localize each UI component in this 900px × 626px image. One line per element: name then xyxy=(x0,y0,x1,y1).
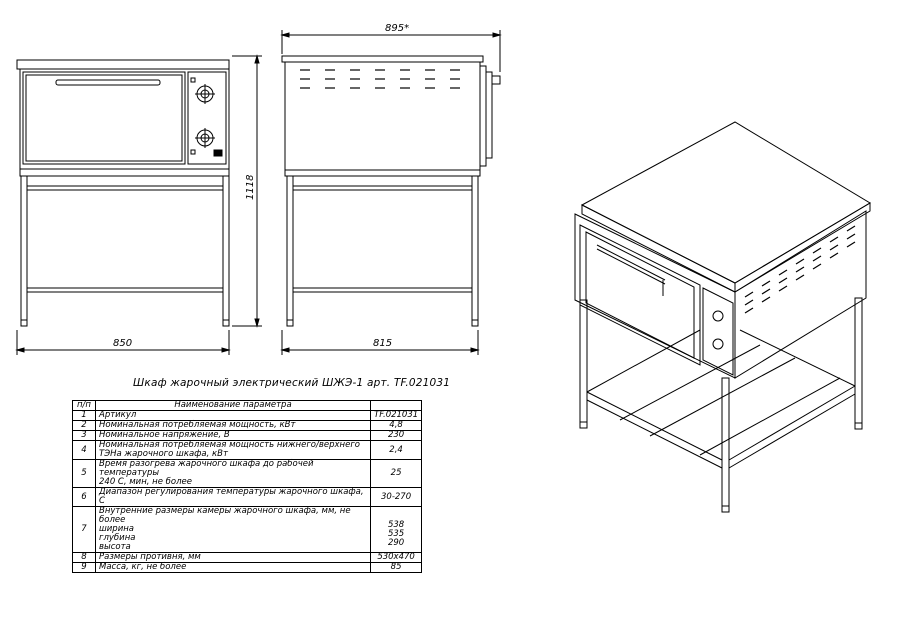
row-value: 230 xyxy=(369,430,423,441)
row-value: 538 535 290 xyxy=(369,506,423,553)
row-num: 6 xyxy=(72,487,96,507)
spec-table: п/п Наименование параметра 1 Артикул TF.… xyxy=(72,400,423,573)
dim-side-depth: 815 xyxy=(373,338,392,349)
dim-overall-length: 895* xyxy=(385,23,409,34)
row-value: 85 xyxy=(369,562,423,573)
row-value: 25 xyxy=(369,459,423,488)
table-row: 9 Масса, кг, не более 85 xyxy=(72,562,423,573)
row-num: 3 xyxy=(72,430,96,441)
row-name: Диапазон регулирования температуры жароч… xyxy=(95,487,371,507)
row-name: Номинальная потребляемая мощность нижнег… xyxy=(95,440,371,460)
table-row: 3 Номинальное напряжение, В 230 xyxy=(72,430,423,441)
row-name: Номинальное напряжение, В xyxy=(95,430,371,441)
row-num: 2 xyxy=(72,420,96,431)
side-view xyxy=(232,30,502,355)
row-name: Время разогрева жарочного шкафа до рабоч… xyxy=(95,459,371,488)
dim-front-width: 850 xyxy=(113,338,132,349)
table-row: 5 Время разогрева жарочного шкафа до раб… xyxy=(72,459,423,488)
table-row: 7 Внутренние размеры камеры жарочного шк… xyxy=(72,506,423,553)
control-knob-upper xyxy=(195,84,215,104)
row-value: 2,4 xyxy=(369,440,423,460)
header-value xyxy=(369,400,423,411)
row-name: Масса, кг, не более xyxy=(95,562,371,573)
isometric-view xyxy=(574,121,871,513)
spec-table-header: п/п Наименование параметра xyxy=(72,400,423,411)
row-value: 30-270 xyxy=(369,487,423,507)
table-row: 2 Номинальная потребляемая мощность, кВт… xyxy=(72,420,423,431)
row-num: 4 xyxy=(72,440,96,460)
front-view xyxy=(15,59,231,355)
side-vents xyxy=(300,69,460,89)
table-row: 6 Диапазон регулирования температуры жар… xyxy=(72,487,423,507)
row-name: Внутренние размеры камеры жарочного шкаф… xyxy=(95,506,371,553)
row-num: 8 xyxy=(72,552,96,563)
row-name: Артикул xyxy=(95,410,371,421)
row-num: 9 xyxy=(72,562,96,573)
row-num: 7 xyxy=(72,506,96,553)
row-name: Номинальная потребляемая мощность, кВт xyxy=(95,420,371,431)
spec-table-caption: Шкаф жарочный электрический ШЖЭ-1 арт. T… xyxy=(133,377,451,389)
row-name: Размеры противня, мм xyxy=(95,552,371,563)
row-value: 4,8 xyxy=(369,420,423,431)
row-num: 1 xyxy=(72,410,96,421)
row-num: 5 xyxy=(72,459,96,488)
table-row: 8 Размеры противня, мм 530х470 xyxy=(72,552,423,563)
header-name: Наименование параметра xyxy=(95,400,371,411)
dim-height: 1118 xyxy=(245,175,256,200)
table-row: 1 Артикул TF.021031 xyxy=(72,410,423,421)
control-knob-lower xyxy=(195,128,215,148)
row-value: TF.021031 xyxy=(369,410,423,421)
header-num: п/п xyxy=(72,400,96,411)
row-value: 530х470 xyxy=(369,552,423,563)
table-row: 4 Номинальная потребляемая мощность нижн… xyxy=(72,440,423,460)
